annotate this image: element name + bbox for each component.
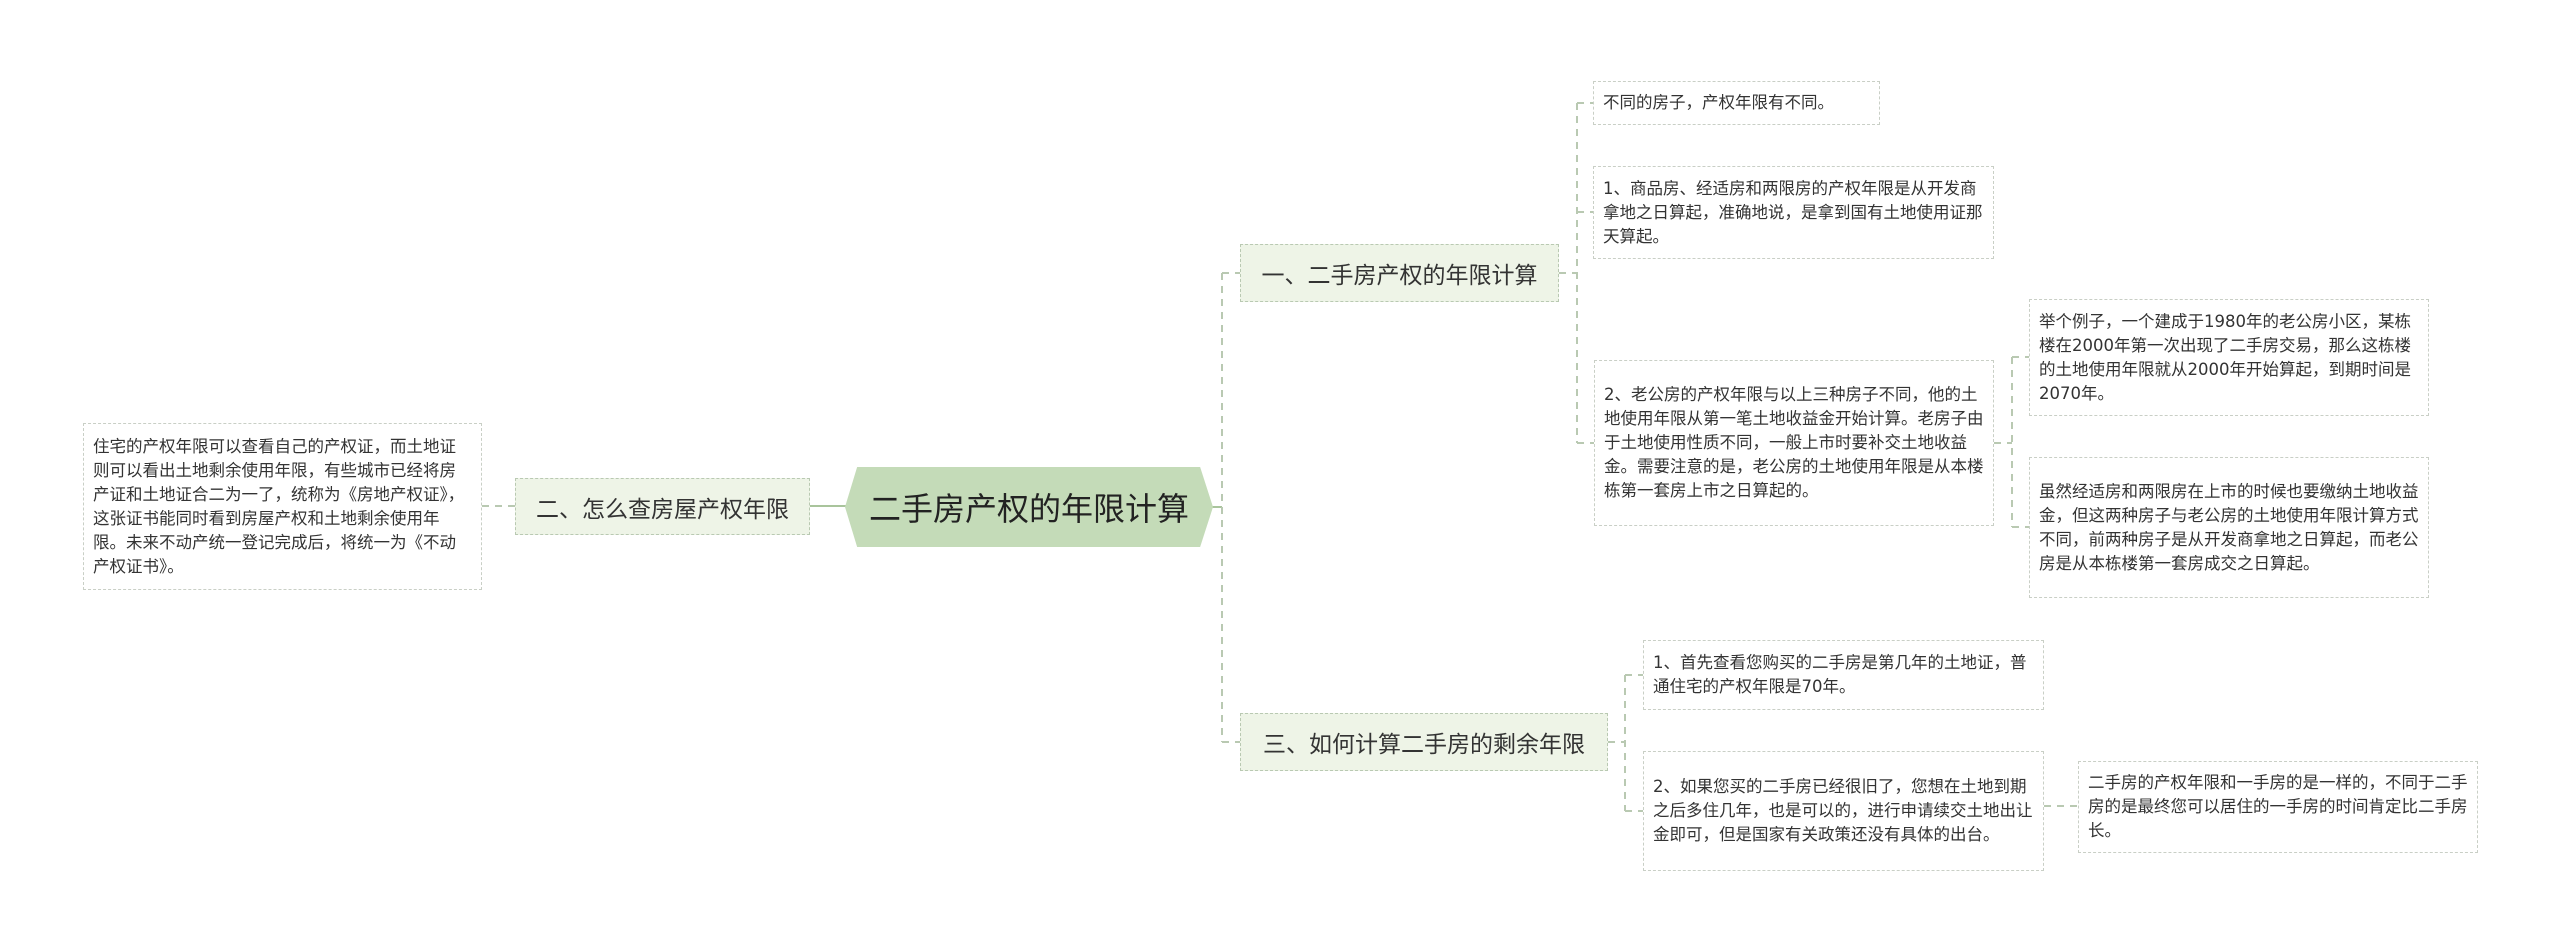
leaf-text: 不同的房子，产权年限有不同。 (1603, 93, 1834, 112)
leaf-text: 2、如果您买的二手房已经很旧了，您想在土地到期之后多住几年，也是可以的，进行申请… (1653, 777, 2033, 844)
leaf-old-public-housing[interactable]: 2、老公房的产权年限与以上三种房子不同，他的土地使用年限从第一笔土地收益金开始计… (1594, 360, 1994, 526)
leaf-check-property-term-detail[interactable]: 住宅的产权年限可以查看自己的产权证，而土地证则可以看出土地剩余使用年限，有些城市… (83, 423, 482, 590)
leaf-text: 住宅的产权年限可以查看自己的产权证，而土地证则可以看出土地剩余使用年限，有些城市… (93, 436, 465, 576)
leaf-commercial-housing[interactable]: 1、商品房、经适房和两限房的产权年限是从开发商拿地之日算起，准确地说，是拿到国有… (1593, 166, 1994, 259)
leaf-example-1980[interactable]: 举个例子，一个建成于1980年的老公房小区，某栋楼在2000年第一次出现了二手房… (2029, 299, 2429, 416)
leaf-text: 举个例子，一个建成于1980年的老公房小区，某栋楼在2000年第一次出现了二手房… (2039, 311, 2411, 403)
leaf-check-land-certificate[interactable]: 1、首先查看您购买的二手房是第几年的土地证，普通住宅的产权年限是70年。 (1643, 640, 2044, 710)
branch-label: 二、怎么查房屋产权年限 (536, 496, 789, 523)
leaf-renew-land-fee[interactable]: 2、如果您买的二手房已经很旧了，您想在土地到期之后多住几年，也是可以的，进行申请… (1643, 751, 2044, 871)
branch-label: 三、如何计算二手房的剩余年限 (1263, 732, 1585, 758)
leaf-different-houses[interactable]: 不同的房子，产权年限有不同。 (1593, 81, 1880, 125)
branch-label: 一、二手房产权的年限计算 (1261, 263, 1538, 289)
leaf-text: 1、首先查看您购买的二手房是第几年的土地证，普通住宅的产权年限是70年。 (1653, 653, 2027, 696)
branch-term-calculation[interactable]: 一、二手房产权的年限计算 (1240, 244, 1559, 302)
leaf-text: 2、老公房的产权年限与以上三种房子不同，他的土地使用年限从第一笔土地收益金开始计… (1604, 385, 1984, 500)
leaf-text: 1、商品房、经适房和两限房的产权年限是从开发商拿地之日算起，准确地说，是拿到国有… (1603, 178, 1983, 246)
central-topic-label: 二手房产权的年限计算 (868, 490, 1189, 528)
leaf-text: 二手房的产权年限和一手房的是一样的，不同于二手房的是最终您可以居住的一手房的时间… (2088, 773, 2468, 840)
branch-check-property-term[interactable]: 二、怎么查房屋产权年限 (515, 478, 810, 535)
leaf-text: 虽然经适房和两限房在上市的时候也要缴纳土地收益金，但这两种房子与老公房的土地使用… (2039, 481, 2419, 573)
central-topic[interactable]: 二手房产权的年限计算 (845, 467, 1213, 547)
leaf-land-revenue-note[interactable]: 虽然经适房和两限房在上市的时候也要缴纳土地收益金，但这两种房子与老公房的土地使用… (2029, 457, 2429, 598)
leaf-first-vs-second-hand[interactable]: 二手房的产权年限和一手房的是一样的，不同于二手房的是最终您可以居住的一手房的时间… (2078, 761, 2478, 853)
branch-remaining-term[interactable]: 三、如何计算二手房的剩余年限 (1240, 713, 1608, 771)
